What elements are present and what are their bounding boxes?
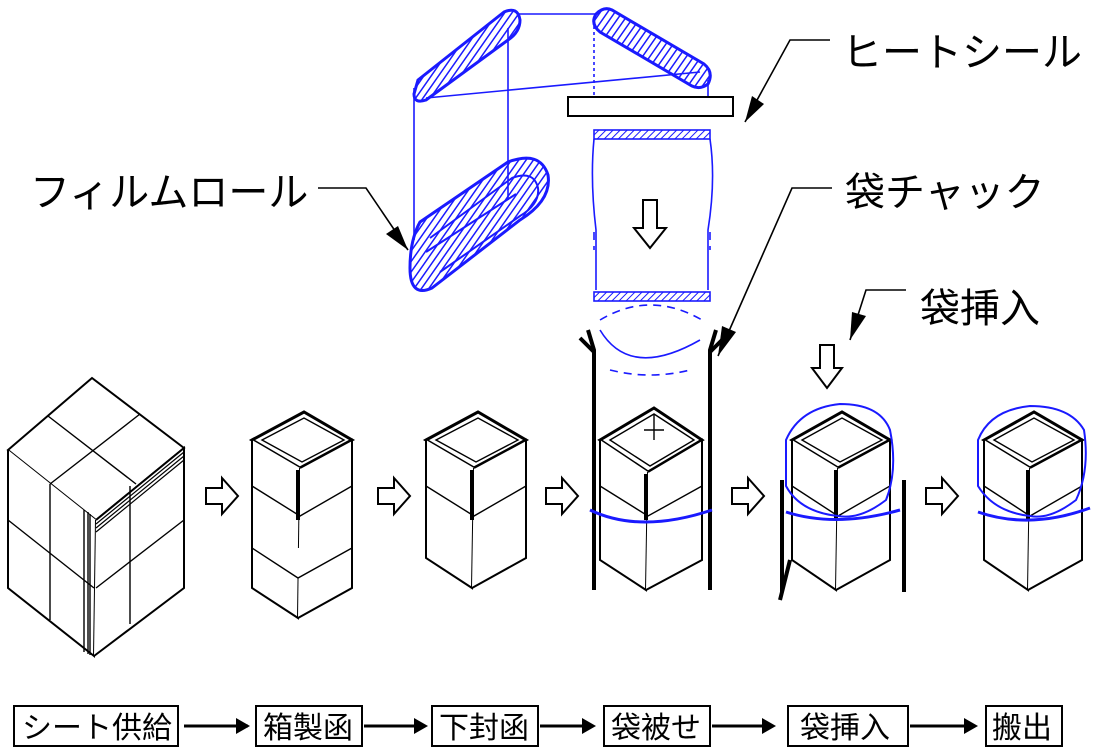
step-box: シート供給: [13, 705, 179, 747]
film-roll-assembly: [408, 7, 712, 292]
film-roll-callout: フィルムロール: [30, 170, 409, 251]
step-label: 搬出: [992, 711, 1052, 746]
down-arrow-icon: [631, 199, 669, 250]
heat-seal-label: ヒートシール: [842, 30, 1082, 76]
bag-chuck-callout: 袋チャック: [717, 170, 1045, 357]
sheet-stack: [6, 376, 186, 659]
step-arrow-icon: [540, 718, 596, 734]
box-bag-covering: [597, 406, 705, 592]
box-bag-inserted: [789, 410, 894, 592]
step-box: 下封函: [431, 705, 539, 747]
stage-arrows: [205, 475, 960, 517]
bag-chuck-jaws-stage5: [778, 480, 906, 601]
bag-film-stage5: [785, 402, 895, 518]
box-carry-out: [981, 410, 1086, 592]
right-arrow-icon: [925, 475, 960, 517]
step-arrow-icon: [364, 718, 428, 734]
step-arrow-icon: [184, 718, 250, 734]
bag-film-stage4: [589, 508, 713, 524]
upper-roller-left: [412, 8, 522, 103]
step-flow: シート供給 箱製函 下封函 袋被せ: [13, 705, 1063, 747]
right-arrow-icon: [731, 475, 766, 517]
step-box: 袋挿入: [787, 705, 909, 747]
heat-seal-bar: [567, 96, 734, 117]
bag-tube: [591, 129, 714, 376]
step-label: シート供給: [22, 711, 172, 746]
film-roll-label: フィルムロール: [30, 170, 308, 216]
step-label: 下封函: [439, 711, 529, 746]
step-box: 搬出: [985, 705, 1063, 747]
bag-insert-callout: 袋挿入: [849, 286, 1040, 341]
bag-chuck-label: 袋チャック: [845, 170, 1045, 216]
box-bottom-sealed: [422, 410, 530, 590]
step-label: 袋被せ: [611, 711, 701, 746]
right-arrow-icon: [205, 475, 240, 517]
step-arrow-icon: [712, 718, 776, 734]
right-arrow-icon: [545, 475, 580, 517]
step-label: 箱製函: [263, 711, 353, 746]
bag-film-stage6: [977, 404, 1087, 518]
step-box: 袋被せ: [603, 705, 711, 747]
step-arrow-icon: [910, 718, 978, 734]
step-box: 箱製函: [255, 705, 363, 747]
bag-insert-down-arrow-icon: [810, 344, 844, 390]
step-label: 袋挿入: [800, 711, 890, 746]
film-roll-icon: [408, 156, 550, 292]
bag-insert-label: 袋挿入: [920, 286, 1040, 332]
right-arrow-icon: [377, 475, 412, 517]
box-erected: [248, 410, 356, 620]
heat-seal-callout: ヒートシール: [744, 30, 1082, 123]
